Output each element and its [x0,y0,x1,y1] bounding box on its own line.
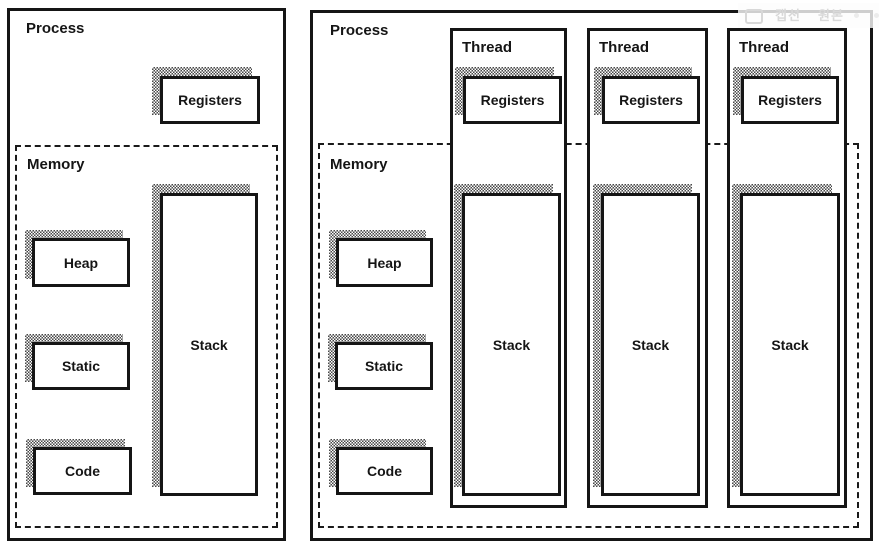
left-registers-box: Registers [160,76,260,124]
thread-2-stack-box: Stack [601,193,700,496]
thread-1-label: Thread [462,39,513,56]
viewer-toolbar-overlay: 캡션 원본 [738,3,879,28]
thread-3-stack-box: Stack [740,193,840,496]
overlay-dot-icon[interactable] [854,13,859,18]
left-stack-box: Stack [160,193,258,496]
right-code-box: Code [336,447,433,495]
thread-3-label: Thread [739,39,790,56]
left-heap-box: Heap [32,238,130,287]
thread-2-label: Thread [599,39,650,56]
thread-1-stack-box: Stack [462,193,561,496]
right-memory-label: Memory [330,156,388,173]
right-heap-box: Heap [336,238,433,287]
thread-box-3: Thread Registers Stack [727,28,847,508]
left-memory-label: Memory [27,156,85,173]
thread-3-registers-box: Registers [741,76,839,124]
right-static-box: Static [335,342,433,390]
thread-box-2: Thread Registers Stack [587,28,708,508]
left-code-box: Code [33,447,132,495]
caption-button[interactable]: 캡션 [775,8,801,23]
thread-1-registers-box: Registers [463,76,562,124]
left-memory-box [15,145,278,528]
thread-box-1: Thread Registers Stack [450,28,567,508]
left-static-box: Static [32,342,130,390]
thread-2-registers-box: Registers [602,76,700,124]
overlay-dot-icon[interactable] [874,13,879,18]
frame-icon[interactable] [745,9,763,24]
original-button[interactable]: 원본 [818,8,844,23]
right-process-label: Process [330,22,389,39]
left-process-label: Process [26,20,85,37]
